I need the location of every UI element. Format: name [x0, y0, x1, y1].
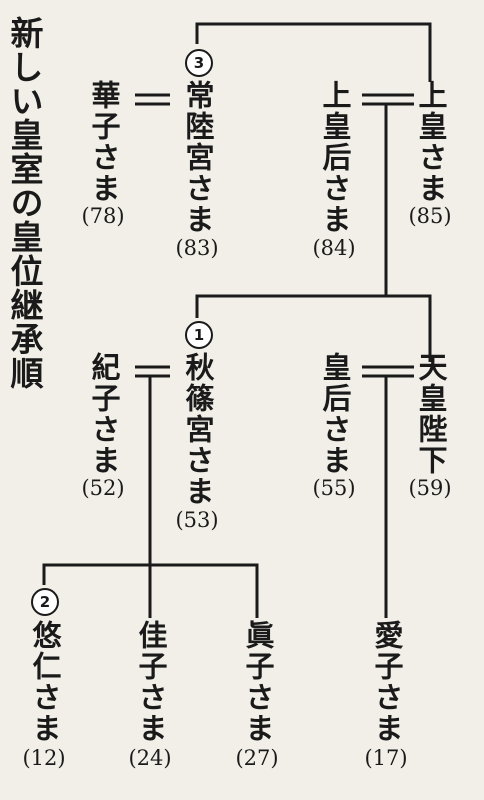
succession-order-badge: 1 [185, 321, 213, 349]
line-marriage-joko-jokogo [362, 93, 414, 106]
person-tenno-name: 天皇陛下 [414, 352, 448, 476]
person-hisahito-name: 悠仁さま [28, 620, 62, 744]
line-marriage-hitachi-hanako [135, 93, 170, 106]
succession-order-badge: 2 [31, 588, 59, 616]
line-marriage-tenno-kogo [362, 365, 414, 378]
line-sibling-hitachi-joko [195, 22, 432, 82]
person-mako-name: 眞子さま [241, 620, 275, 744]
person-kako-name: 佳子さま [134, 620, 168, 744]
person-tenno-age: (59) [408, 476, 452, 500]
person-jokogo-name: 上皇后さま [318, 80, 352, 235]
person-jokogo-age: (84) [312, 236, 356, 260]
person-hisahito-age: (12) [22, 746, 66, 770]
line-children-akishino [42, 563, 259, 618]
person-kogo-age: (55) [312, 476, 356, 500]
line-children-joko [195, 294, 432, 362]
person-hitachi-age: (83) [175, 236, 219, 260]
succession-order-badge: 3 [185, 49, 213, 77]
person-kiko-age: (52) [81, 476, 125, 500]
person-aiko-age: (17) [364, 746, 408, 770]
person-kako-age: (24) [128, 746, 172, 770]
person-hanako-name: 華子さま [87, 80, 121, 204]
person-hanako-age: (78) [81, 204, 125, 228]
person-akishino-age: (53) [175, 508, 219, 532]
person-aiko-name: 愛子さま [370, 620, 404, 744]
person-kiko-name: 紀子さま [87, 352, 121, 476]
person-akishino-name: 秋篠宮さま [181, 352, 215, 507]
line-marriage-akishino-kiko [135, 365, 170, 378]
person-hitachi-name: 常陸宮さま [181, 80, 215, 235]
person-kogo-name: 皇后さま [318, 352, 352, 476]
person-mako-age: (27) [235, 746, 279, 770]
chart-title: 新しい皇室の皇位継承順 [5, 16, 44, 390]
person-joko-name: 上皇さま [414, 80, 448, 204]
person-joko-age: (85) [408, 204, 452, 228]
